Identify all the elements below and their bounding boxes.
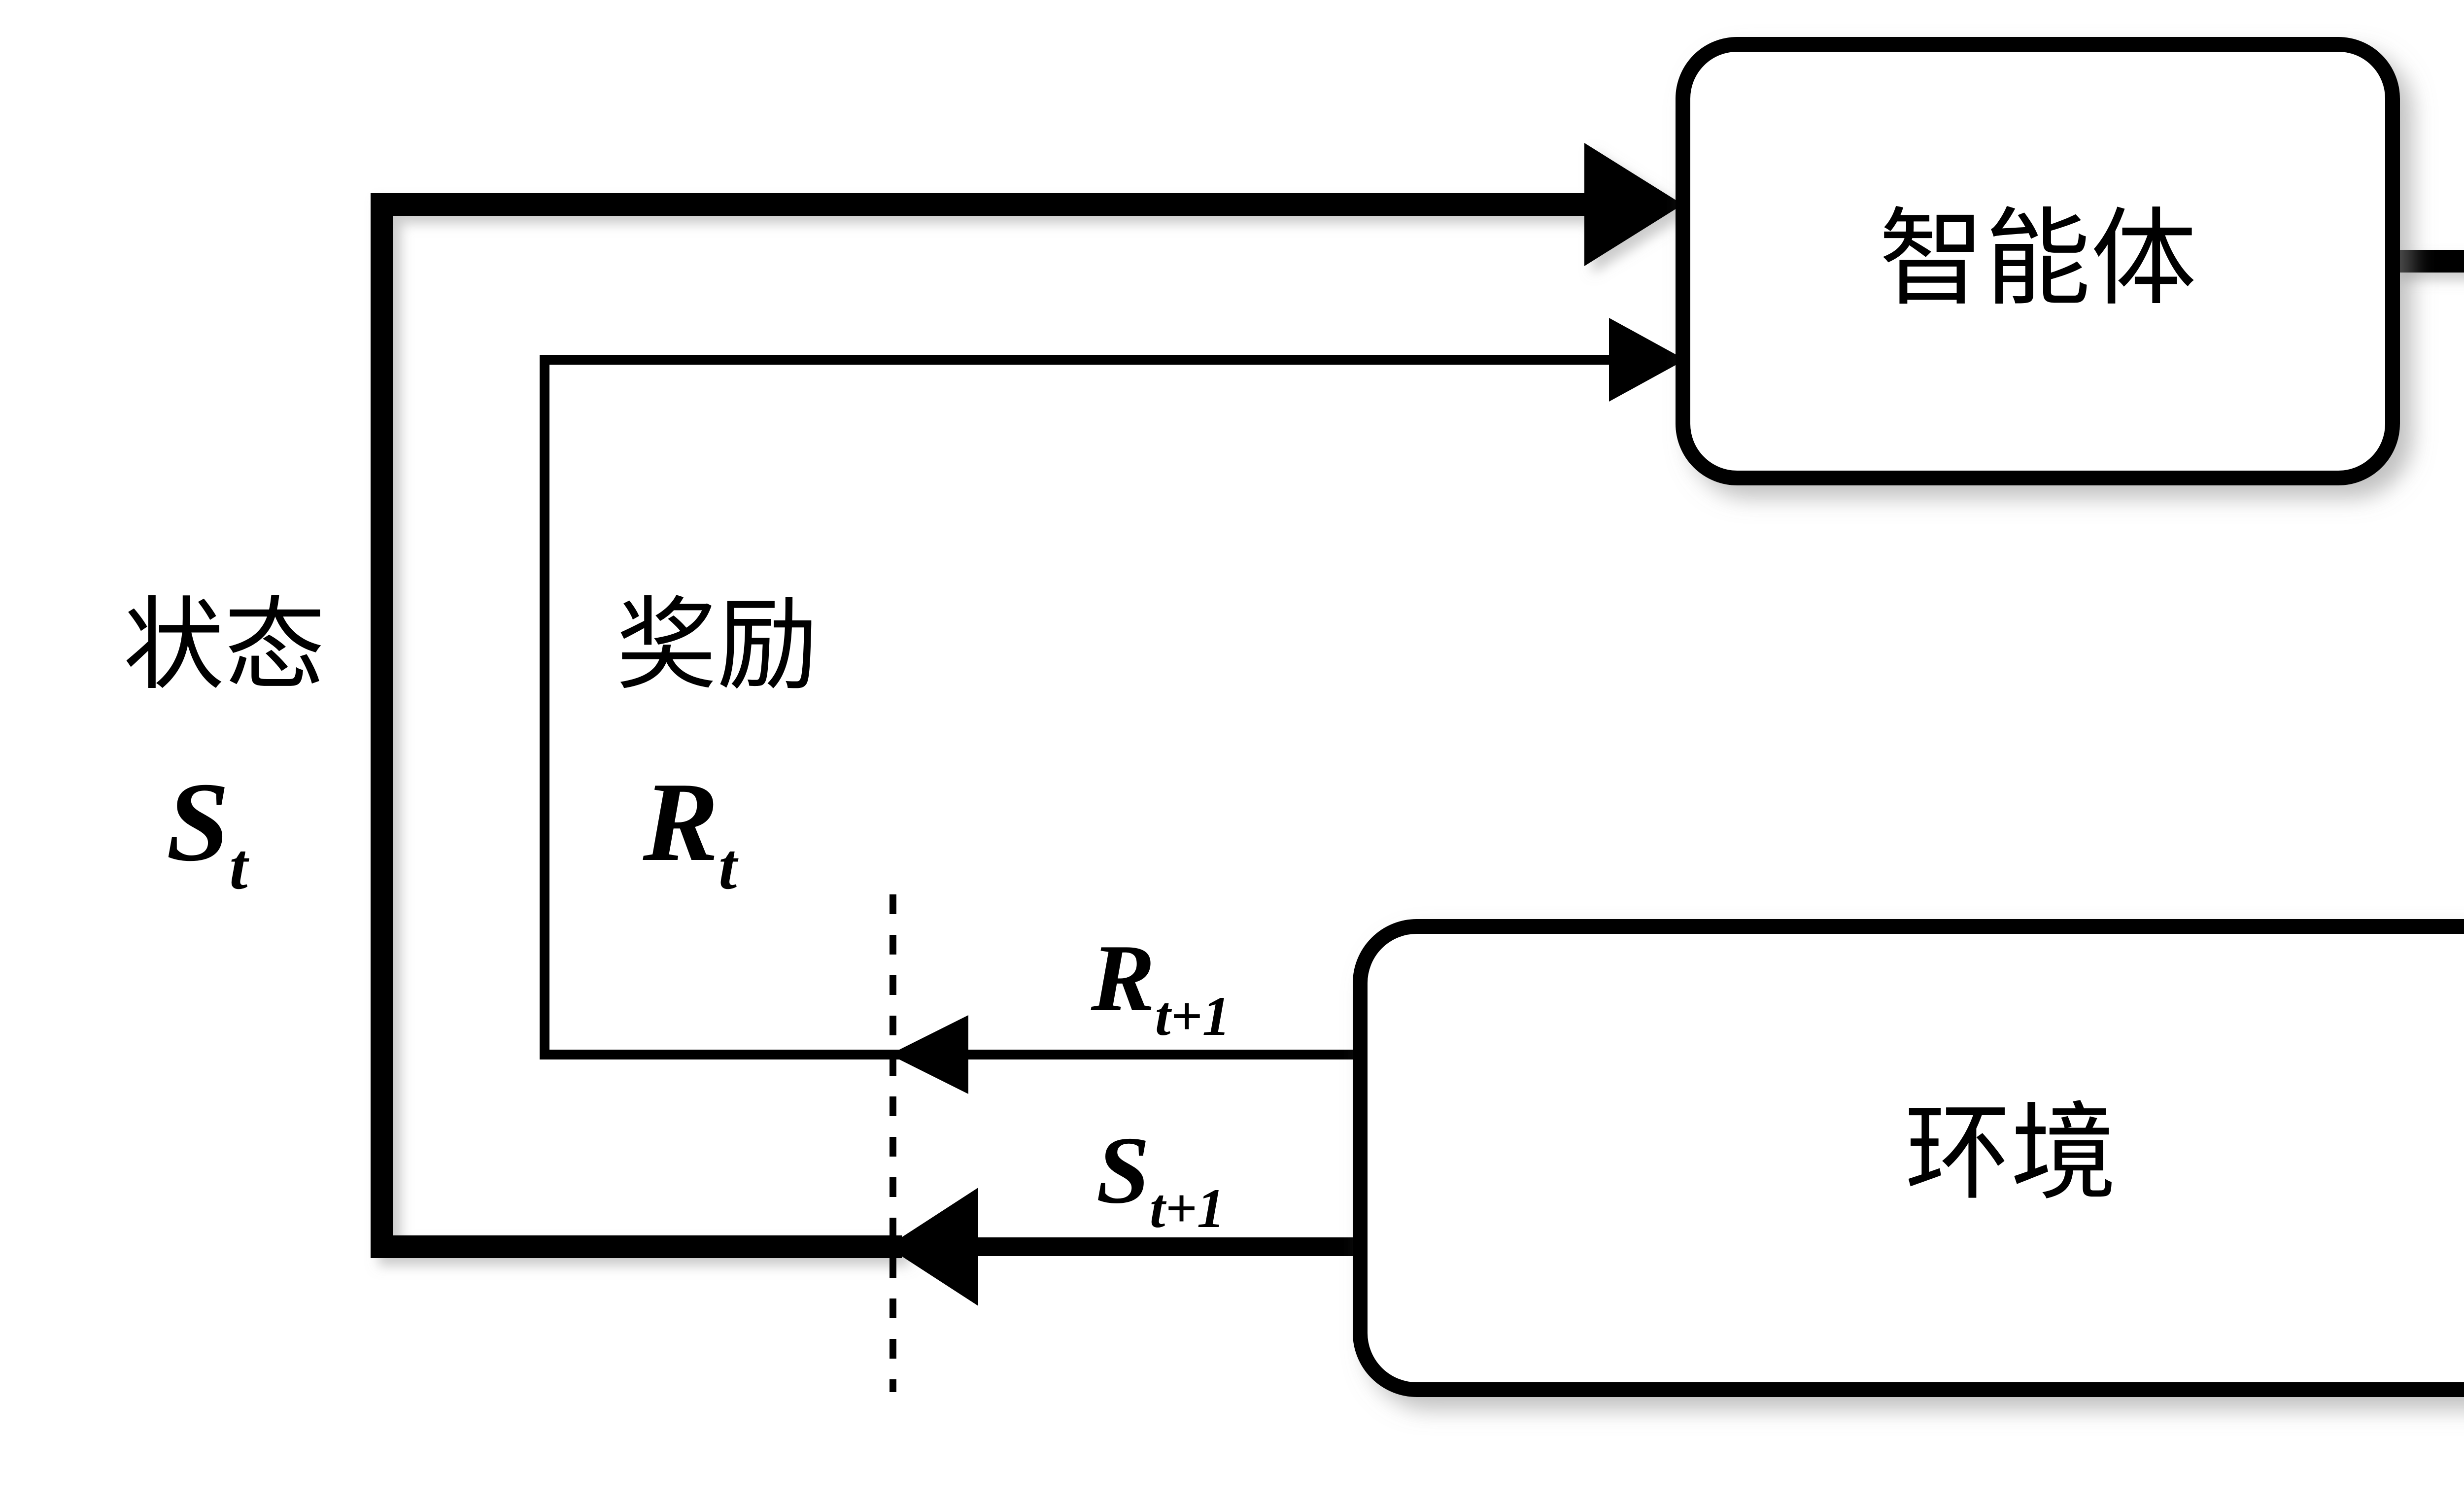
- reward-symbol-subscript: t: [719, 830, 739, 903]
- state-symbol-subscript: t: [229, 830, 249, 903]
- environment-node[interactable]: 环境: [1353, 919, 2464, 1397]
- next-reward-symbol-label: Rt+1: [1091, 925, 1231, 1047]
- state-symbol-base: S: [167, 759, 230, 885]
- reward-label-group: 奖励 Rt: [616, 587, 818, 903]
- state-arrowhead-icon: [1584, 143, 1683, 266]
- next-reward-edge-group: [890, 1015, 1360, 1094]
- next-reward-symbol-subscript: t+1: [1155, 986, 1230, 1047]
- next-state-edge-group: [887, 1188, 1360, 1306]
- reward-edge-group: [540, 318, 1685, 1059]
- environment-box[interactable]: [1353, 919, 2464, 1397]
- state-edge-line: [371, 193, 1584, 1258]
- reward-cjk-label: 奖励: [616, 587, 818, 704]
- state-edge-group: [371, 143, 1683, 1258]
- agent-box[interactable]: [1676, 37, 2400, 485]
- next-reward-arrowhead-icon: [890, 1015, 968, 1094]
- state-symbol-label: St: [167, 759, 250, 903]
- environment-label: 环境: [1905, 1091, 2117, 1215]
- reward-symbol-base: R: [643, 759, 719, 885]
- state-cjk-label: 状态: [123, 587, 325, 704]
- agent-node[interactable]: 智能体: [1676, 37, 2400, 485]
- agent-label: 智能体: [1879, 197, 2197, 320]
- reward-arrowhead-icon: [1609, 318, 1685, 402]
- next-state-symbol-subscript: t+1: [1150, 1178, 1225, 1239]
- reward-symbol-label: Rt: [643, 759, 739, 903]
- next-state-arrowhead-icon: [887, 1188, 978, 1306]
- state-label-group: 状态 St: [123, 587, 325, 903]
- reward-edge-line: [540, 355, 1609, 1059]
- next-state-symbol-label: St+1: [1096, 1117, 1225, 1239]
- next-reward-symbol-base: R: [1091, 925, 1155, 1031]
- next-state-symbol-base: S: [1096, 1117, 1150, 1224]
